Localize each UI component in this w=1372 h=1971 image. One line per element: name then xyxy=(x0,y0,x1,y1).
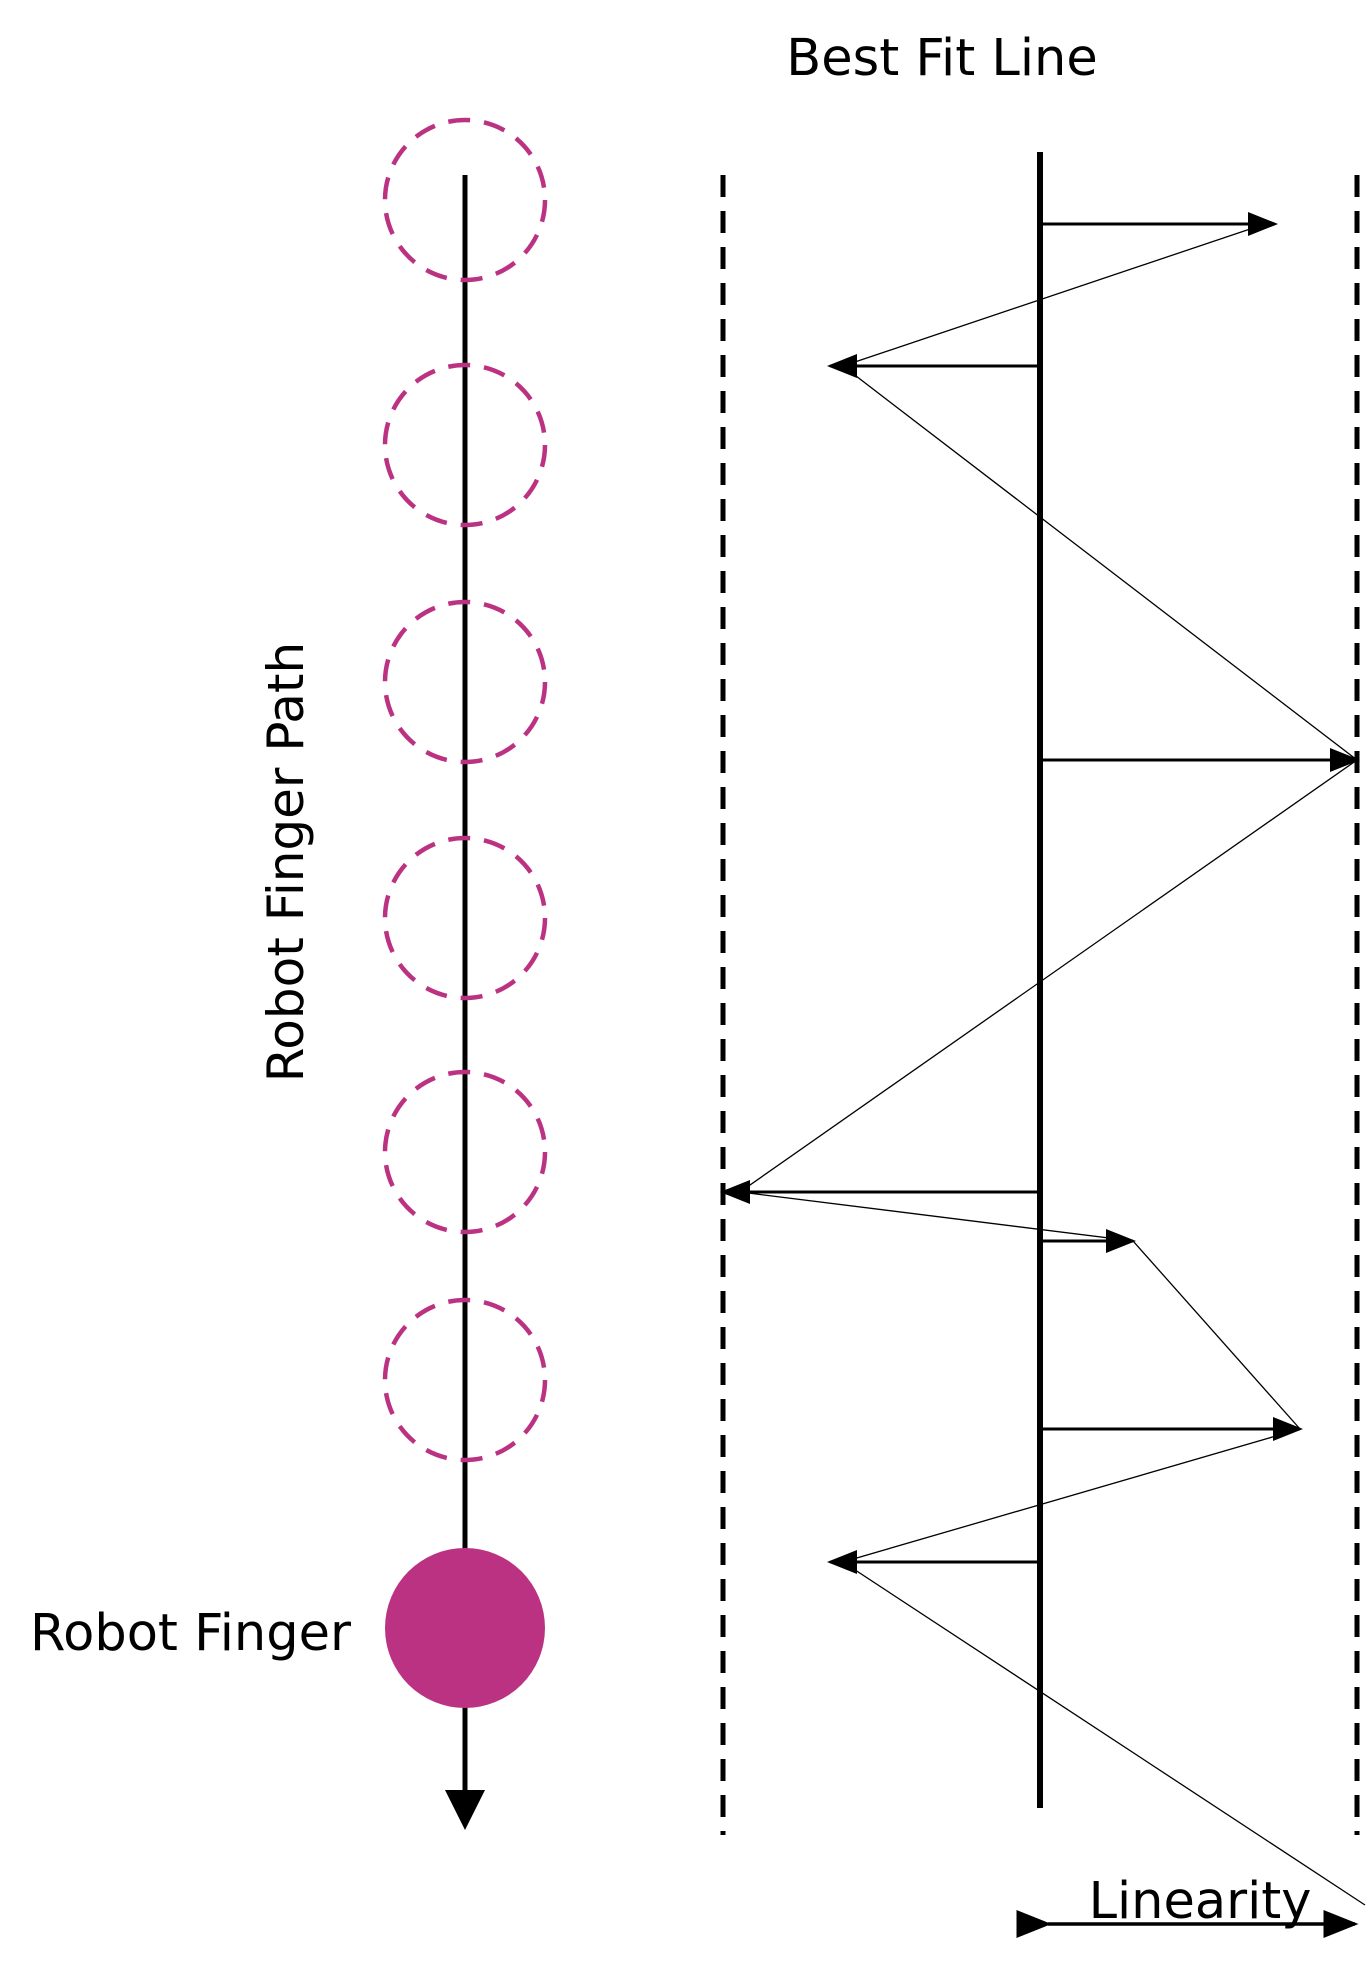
linearity-label: Linearity xyxy=(1089,1872,1312,1931)
finger-ghost-position xyxy=(382,362,548,528)
measured-path-zigzag xyxy=(738,223,1366,1906)
robot-finger-label: Robot Finger xyxy=(30,1604,351,1663)
finger-ghost-position xyxy=(382,835,548,1001)
finger-ghost-position xyxy=(382,1297,548,1463)
finger-ghost-position xyxy=(382,599,548,765)
finger-ghost-position xyxy=(382,117,548,283)
robot-finger-path-label: Robot Finger Path xyxy=(257,642,315,1082)
robot-finger-marker xyxy=(385,1548,545,1708)
best-fit-line-label: Best Fit Line xyxy=(786,29,1097,88)
finger-ghost-position xyxy=(382,1069,548,1235)
